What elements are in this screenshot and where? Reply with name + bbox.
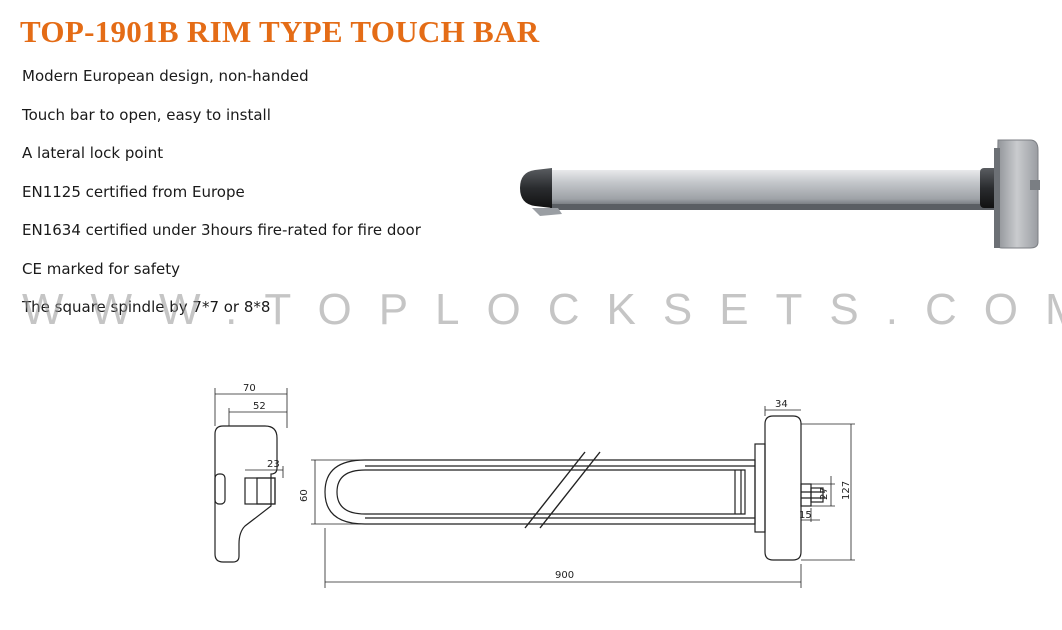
feature-item: The square spindle by 7*7 or 8*8 bbox=[22, 298, 271, 316]
touch-bar bbox=[540, 170, 995, 206]
dim-label: 34 bbox=[775, 399, 788, 410]
feature-item: CE marked for safety bbox=[22, 259, 181, 278]
product-title: TOP-1901B RIM TYPE TOUCH BAR bbox=[20, 14, 540, 49]
feature-list: Modern European design, non-handed Touch… bbox=[22, 66, 421, 336]
feature-item: Modern European design, non-handed bbox=[22, 67, 309, 85]
right-housing bbox=[764, 415, 802, 561]
feature-item: Touch bar to open, easy to install bbox=[22, 105, 271, 124]
dim-label: 70 bbox=[243, 383, 256, 394]
feature-item: EN1634 certified under 3hours fire-rated… bbox=[22, 221, 421, 239]
feature-item: A lateral lock point bbox=[22, 144, 164, 162]
dim-label: 60 bbox=[299, 489, 310, 502]
feature-item: EN1125 certified from Europe bbox=[22, 182, 245, 201]
technical-drawing: 70 52 23 60 900 34 27 15 127 bbox=[214, 383, 855, 588]
mounting-plate bbox=[995, 139, 1039, 249]
left-end-cap bbox=[520, 168, 552, 208]
dim-label: 900 bbox=[555, 570, 574, 581]
dim-label: 52 bbox=[253, 401, 266, 412]
dim-label: 15 bbox=[799, 510, 812, 521]
left-housing bbox=[214, 425, 278, 563]
watermark: WWW.TOPLOCKSETS.COM bbox=[22, 285, 1062, 334]
dim-label: 27 bbox=[819, 487, 830, 500]
dim-label: 127 bbox=[841, 481, 852, 500]
dim-label: 23 bbox=[267, 459, 280, 470]
product-image bbox=[520, 139, 1040, 249]
right-end-cap bbox=[980, 168, 998, 208]
